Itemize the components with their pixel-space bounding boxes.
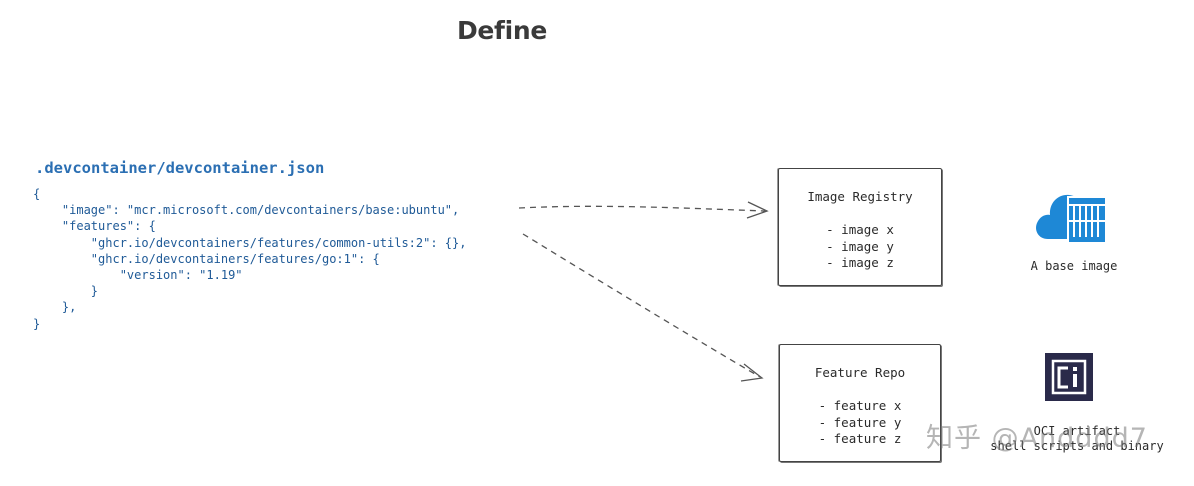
feature-repo-title: Feature Repo	[814, 365, 906, 380]
oci-artifact-label-line: shell scripts and binary	[990, 439, 1164, 453]
image-list: - image x - image y - image z	[779, 222, 941, 272]
code-line: "ghcr.io/devcontainers/features/common-u…	[33, 235, 467, 250]
oci-artifact-label-line: OCI artifact	[1033, 424, 1121, 438]
code-line: }	[33, 316, 41, 331]
code-line: "features": {	[33, 219, 156, 234]
image-registry-box: Image Registry - image x - image y - ima…	[778, 168, 942, 286]
watermark-text: 知乎 @Andddd7	[926, 423, 1148, 454]
diagram-title: Define	[456, 16, 548, 45]
feature-list-item: - feature y	[818, 414, 902, 430]
code-line: }	[33, 284, 99, 299]
ci-logo-icon	[1045, 353, 1093, 401]
arrowhead-registry	[746, 201, 769, 219]
config-code-block: { "image": "mcr.microsoft.com/devcontain…	[33, 186, 466, 332]
image-registry-title: Image Registry	[807, 189, 913, 204]
code-line: {	[33, 187, 41, 201]
code-line: "ghcr.io/devcontainers/features/go:1": {	[33, 251, 380, 266]
base-image-label: A base image	[1030, 259, 1118, 273]
feature-repo-box: Feature Repo - feature x - feature y - f…	[779, 344, 941, 462]
code-line: "version": "1.19"	[33, 268, 243, 283]
cloud-container-icon	[1036, 194, 1107, 244]
arrow-features-to-repo	[522, 233, 761, 378]
arrowhead-repo	[740, 363, 764, 382]
code-line: "image": "mcr.microsoft.com/devcontainer…	[33, 203, 460, 218]
oci-artifact-label: OCI artifact shell scripts and binary	[964, 424, 1190, 454]
image-list-item: - image x	[826, 222, 894, 237]
image-list-item: - image z	[826, 255, 894, 270]
config-filename: .devcontainer/devcontainer.json	[35, 159, 325, 177]
image-list-item: - image y	[826, 238, 894, 254]
code-line: },	[33, 300, 77, 315]
arrow-image-to-registry	[518, 205, 766, 212]
feature-list-item: - feature z	[818, 431, 902, 446]
feature-list: - feature x - feature y - feature z	[780, 398, 940, 448]
feature-list-item: - feature x	[818, 398, 902, 413]
